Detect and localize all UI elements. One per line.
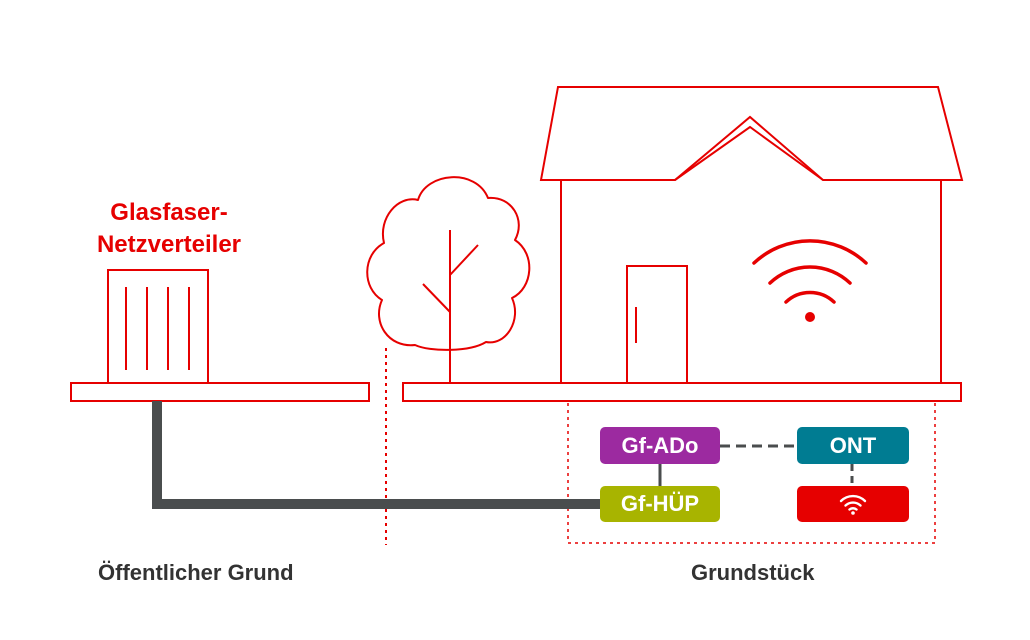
gf-ado-box: Gf-ADo [600, 427, 720, 464]
tree-icon [366, 176, 531, 383]
public-ground-label: Öffentlicher Grund [98, 560, 294, 585]
house-icon [539, 86, 964, 384]
public-ground-slab [70, 382, 370, 402]
distributor-title-line2: Netzverteiler [96, 231, 242, 258]
gf-huep-box: Gf-HÜP [600, 486, 720, 522]
fiber-cable [152, 401, 600, 509]
router-box [797, 486, 909, 522]
distribution-cabinet-icon [107, 269, 209, 384]
wifi-icon [839, 494, 867, 515]
wifi-signal-icon [752, 239, 868, 304]
property-zone-outline [567, 403, 936, 544]
property-label: Grundstück [691, 560, 815, 585]
distributor-title: Glasfaser- Netzverteiler [60, 197, 278, 261]
ont-box: ONT [797, 427, 909, 464]
wifi-signal-dot [805, 312, 815, 322]
distributor-title-line1: Glasfaser- [110, 199, 228, 226]
property-ground-slab [402, 382, 962, 402]
